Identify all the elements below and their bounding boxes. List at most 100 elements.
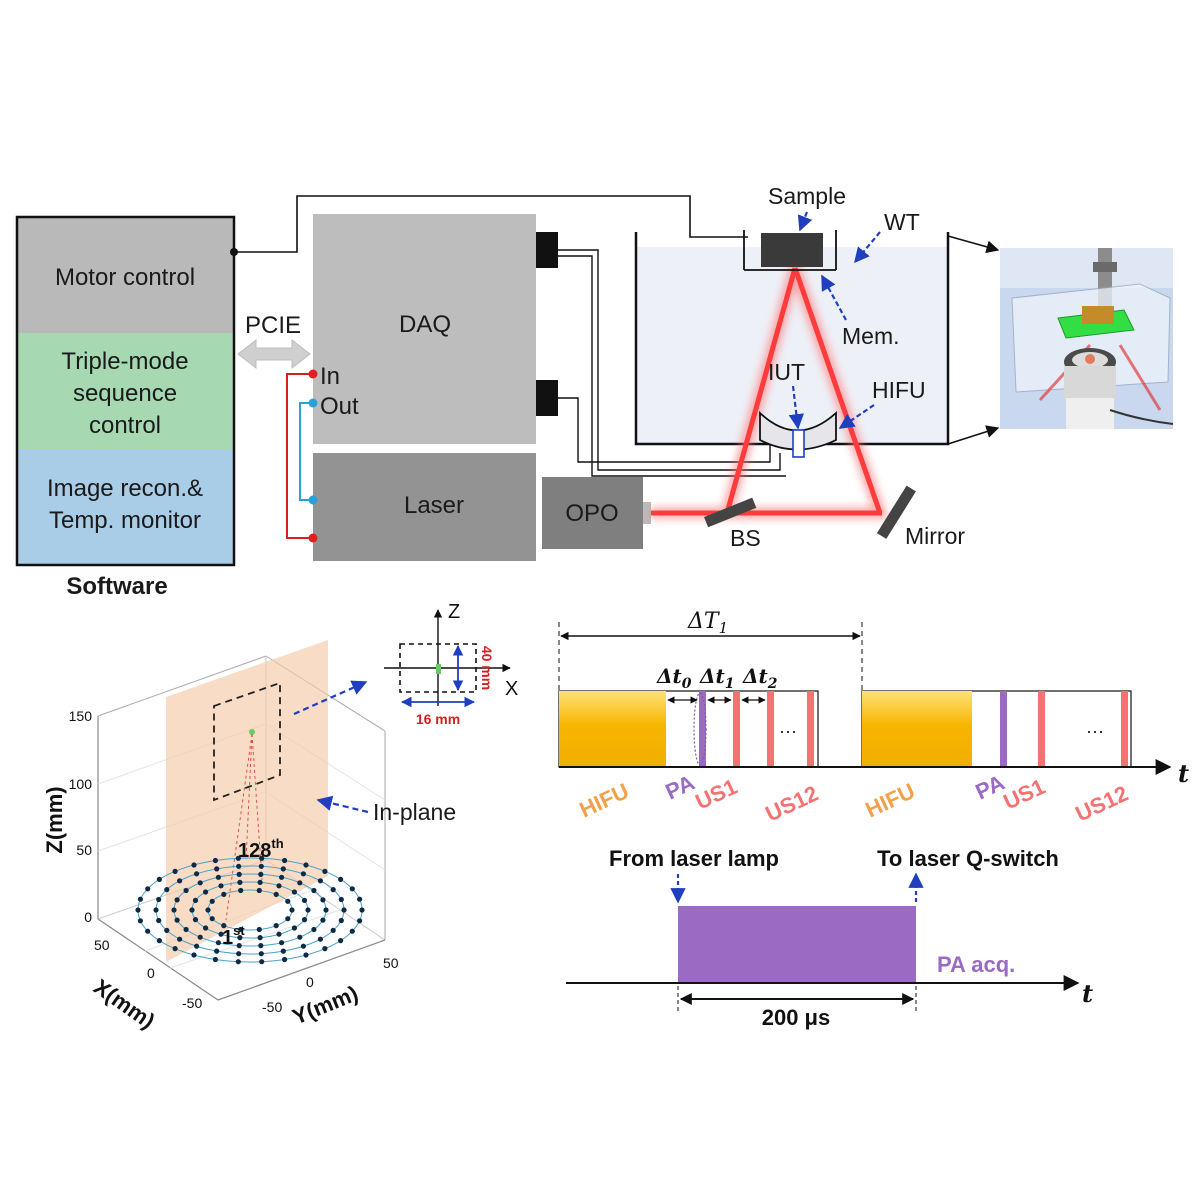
transducer-element [338, 938, 344, 944]
ellipsis-2: ··· [1086, 721, 1104, 741]
motor-control-label: Motor control [55, 264, 195, 291]
transducer-element [177, 936, 183, 942]
inset-height-label: 40 mm [479, 646, 495, 690]
z-tick-100: 100 [69, 776, 93, 792]
transducer-element [259, 855, 265, 861]
transducer-element [156, 917, 162, 924]
transducer-element [322, 868, 328, 875]
us1-bar-2 [1038, 691, 1045, 767]
transducer-element [164, 887, 170, 893]
transducer-element [209, 916, 215, 922]
pa-t-label: t [1082, 979, 1093, 1008]
opo-box [542, 477, 643, 549]
pa-label-1: PA [662, 770, 699, 805]
transducer-element [357, 918, 363, 924]
opo-label: OPO [565, 500, 618, 527]
transducer-element [317, 936, 323, 942]
transducer-element [276, 883, 282, 889]
transducer-element [238, 926, 244, 933]
cable-3 [558, 397, 771, 463]
transducer-element [153, 907, 159, 913]
opo-aperture [643, 502, 651, 524]
transducer-element [189, 907, 195, 913]
transducer-element [303, 862, 309, 868]
dt0-label: Δt0 [656, 664, 692, 692]
iut-label: IUT [768, 359, 805, 385]
sample-label: Sample [768, 183, 846, 209]
transducer-element [174, 897, 180, 903]
transducer-element [330, 887, 336, 893]
hifu-transducer [759, 410, 837, 458]
transducer-element [171, 907, 177, 913]
opo-unit: OPO [542, 477, 651, 549]
transducer-element [214, 948, 220, 954]
wt-label: WT [884, 209, 920, 235]
transducer-element [156, 876, 162, 883]
inset-pointer-arrow [293, 680, 368, 716]
delta-T1-label: ΔT1 [687, 609, 728, 637]
transducer-element [285, 898, 291, 904]
sequence-label-3: control [89, 412, 161, 439]
inset-x-label: X [505, 678, 518, 700]
transducer-element [282, 857, 288, 864]
roi-inset: Z X 40 mm 16 mm [384, 601, 518, 727]
us1-label-2: US1 [1000, 774, 1049, 815]
mem-arrow [821, 274, 847, 321]
hifu-arrow [838, 404, 875, 429]
transducer-element [301, 917, 308, 923]
pa-acq-timing: From laser lamp To laser Q-switch t PA a… [566, 846, 1093, 1030]
motor-wire [234, 195, 748, 253]
mirror [876, 485, 916, 539]
transducer-element [172, 946, 178, 952]
transducer-element [341, 907, 347, 913]
transducer-element [218, 931, 224, 937]
iut-arrow [788, 385, 805, 430]
transducer-element [183, 926, 189, 933]
transducer-element [214, 866, 220, 872]
x-tick-50: 50 [94, 937, 110, 953]
transducer-element [279, 874, 285, 880]
transducer-element [259, 959, 265, 965]
focus-point [249, 729, 255, 735]
transducer-element [192, 917, 199, 923]
us12-label-1: US12 [762, 781, 822, 827]
transducer-element [359, 907, 365, 913]
transducer-element [137, 896, 143, 902]
transducer-element [194, 871, 200, 877]
transducer-element [236, 863, 242, 869]
us12-bar-2 [1121, 691, 1128, 767]
transducer-element [257, 935, 263, 941]
transducer-element [218, 883, 224, 889]
transducer-element [192, 897, 199, 904]
bs-label: BS [730, 525, 761, 551]
daq-connector-top [536, 232, 558, 268]
y-tick-neg50: -50 [262, 999, 282, 1015]
transducer-element [172, 868, 178, 875]
transducer-element [338, 917, 344, 924]
transducer-element [349, 886, 355, 892]
transducer-element [338, 896, 344, 903]
transducer-element [203, 925, 209, 931]
cable-1 [558, 249, 781, 471]
timing-diagram: ΔT1 ··· ··· t Δt0 Δt1 Δt2 HIFU PA US1 US… [558, 609, 1189, 827]
transducer-element [330, 927, 336, 934]
motor-control-block [17, 217, 234, 333]
software-caption: Software [66, 573, 167, 600]
setup-render-picture [1000, 248, 1174, 429]
transducer-element [194, 943, 200, 949]
transducer-element [282, 956, 288, 963]
laser-box [313, 453, 536, 561]
daq-box [313, 214, 536, 444]
pcie-link: PCIE [237, 312, 311, 370]
transducer-element [300, 871, 306, 877]
transducer-element [212, 956, 218, 963]
transducer-element [191, 862, 197, 868]
transducer-element [322, 946, 328, 952]
out-port-dot [308, 398, 318, 408]
hifu-block-2 [862, 691, 972, 767]
us12-label-2: US12 [1072, 781, 1132, 827]
daq-label: DAQ [399, 311, 451, 338]
transducer-element [273, 923, 279, 929]
inset-z-label: Z [448, 601, 460, 623]
